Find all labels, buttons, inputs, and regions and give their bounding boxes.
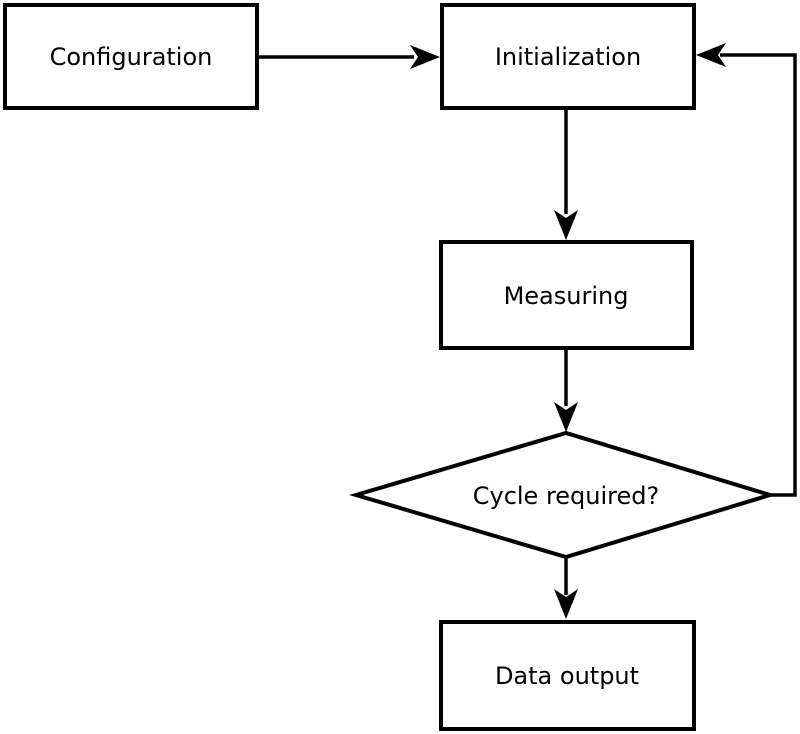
decision-cycle-required: Cycle required? bbox=[348, 430, 777, 560]
node-configuration: Configuration bbox=[3, 3, 259, 110]
node-label: Configuration bbox=[50, 43, 213, 71]
edge-line bbox=[720, 53, 797, 497]
process-box bbox=[3, 3, 259, 110]
arrowhead-right-icon bbox=[410, 45, 440, 69]
node-label: Measuring bbox=[504, 282, 629, 310]
edge-measuring-to-cycle-required bbox=[554, 348, 578, 432]
node-data-output: Data output bbox=[439, 620, 696, 731]
node-measuring: Measuring bbox=[439, 240, 694, 350]
decision-diamond bbox=[348, 430, 777, 560]
process-box bbox=[439, 620, 696, 731]
process-box bbox=[439, 240, 694, 350]
node-initialization: Initialization bbox=[440, 3, 696, 110]
node-label: Initialization bbox=[495, 43, 641, 71]
node-label: Data output bbox=[495, 662, 639, 690]
edge-cycle-required-to-data-output bbox=[554, 555, 578, 619]
arrowhead-down-icon bbox=[554, 210, 578, 240]
arrowhead-down-icon bbox=[554, 589, 578, 619]
edge-cycle-required-to-initialization-feedback bbox=[696, 43, 797, 497]
arrowhead-down-icon bbox=[554, 402, 578, 432]
edge-configuration-to-initialization bbox=[259, 45, 440, 69]
node-label: Cycle required? bbox=[473, 482, 660, 510]
process-box bbox=[440, 3, 696, 110]
arrowhead-left-icon bbox=[696, 43, 726, 67]
edge-initialization-to-measuring bbox=[554, 108, 578, 240]
